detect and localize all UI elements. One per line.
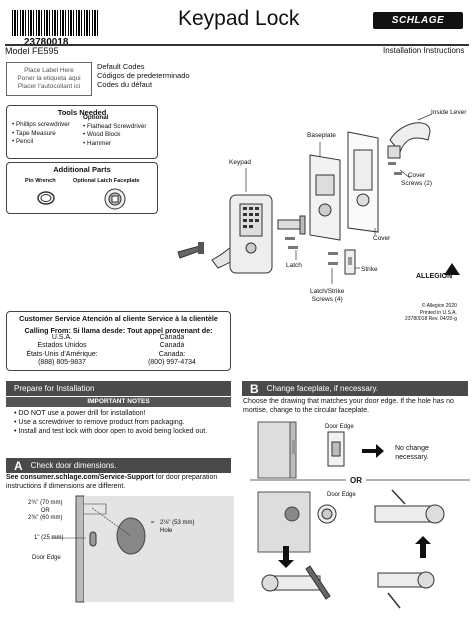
schlage-logo: SCHLAGE bbox=[373, 12, 463, 29]
model-number: Model FE595 bbox=[5, 46, 59, 56]
customer-service-box: Customer Service Atención al cliente Ser… bbox=[6, 311, 231, 371]
inside-lever-icon bbox=[387, 122, 431, 159]
strike-label: Strike bbox=[361, 266, 378, 273]
calling-from-label: Calling From: Si llama desde: Tout appel… bbox=[24, 326, 213, 335]
barcode bbox=[12, 10, 100, 36]
door-edge-label-a: Door Edge bbox=[32, 555, 61, 561]
arrow-down-icon bbox=[278, 546, 294, 568]
prepare-bar: Prepare for Installation bbox=[6, 381, 231, 396]
door-edge-label-b2: Door Edge bbox=[327, 492, 356, 498]
or-divider-label: OR bbox=[346, 476, 366, 485]
important-notes-list: DO NOT use a power drill for installatio… bbox=[14, 409, 234, 436]
door-edge-label-b1: Door Edge bbox=[325, 424, 354, 430]
tools-needed-box: Tools Needed Phillips screwdriverTape Me… bbox=[6, 105, 158, 159]
tools-title: Tools Needed bbox=[57, 108, 107, 117]
service-support-link[interactable]: See consumer.schlage.com/Service-Support bbox=[6, 474, 154, 481]
parts-title: Additional Parts bbox=[53, 165, 111, 174]
page-title: Keypad Lock bbox=[178, 7, 300, 30]
key-icon bbox=[177, 242, 204, 259]
cover-label: Cover bbox=[373, 235, 391, 242]
cover-icon bbox=[347, 131, 379, 233]
sku-number: 23780018 bbox=[24, 37, 69, 48]
us-contact: U.S.A.Estados Unidos États-Unis d'Amériq… bbox=[26, 334, 98, 366]
section-b-text: Choose the drawing that matches your doo… bbox=[243, 398, 454, 414]
keypad-icon bbox=[211, 194, 273, 274]
section-a-text: See consumer.schlage.com/Service-Support… bbox=[6, 474, 218, 490]
faceplate-icon bbox=[104, 188, 126, 210]
exploded-lock-diagram bbox=[177, 113, 433, 284]
door-dimensions-diagram bbox=[51, 495, 234, 603]
tools-optional-list: Optional Flathead ScrewdriverWood BlockH… bbox=[83, 114, 146, 148]
allegion-brand: ALLEGION bbox=[416, 273, 453, 280]
inside-lever-label: Inside Lever bbox=[431, 109, 467, 116]
tools-required-list: Phillips screwdriverTape MeasurePencil bbox=[12, 121, 70, 147]
allegion-icon bbox=[444, 263, 460, 275]
additional-parts-box: Additional Parts Pin Wrench Optional Lat… bbox=[6, 162, 158, 214]
doc-type: Installation Instructions bbox=[383, 46, 465, 55]
pin-wrench-label: Pin Wrench bbox=[25, 178, 56, 184]
arrow-up-icon bbox=[415, 536, 431, 558]
latch-faceplate-label: Optional Latch Faceplate bbox=[73, 178, 140, 184]
latch-hole-dim: 1" (25 mm) bbox=[34, 535, 64, 541]
customer-service-title: Customer Service Atención al cliente Ser… bbox=[19, 314, 218, 323]
header-divider bbox=[5, 44, 469, 46]
baseplate-label: Baseplate bbox=[307, 132, 336, 139]
faceplate-change-diagram bbox=[250, 421, 470, 609]
screws-icon bbox=[285, 162, 402, 265]
arrow-right-icon bbox=[362, 444, 384, 458]
pin-wrench-icon bbox=[37, 191, 55, 205]
latch-label: Latch bbox=[286, 262, 302, 269]
latch-icon bbox=[277, 215, 306, 235]
baseplate-icon bbox=[309, 154, 341, 241]
important-notes-header: IMPORTANT NOTES bbox=[6, 397, 231, 407]
strike-icon bbox=[344, 249, 356, 275]
bore-hole-dim: 2⅛" (53 mm)Hole bbox=[160, 520, 195, 534]
keypad-label: Keypad bbox=[229, 159, 252, 166]
